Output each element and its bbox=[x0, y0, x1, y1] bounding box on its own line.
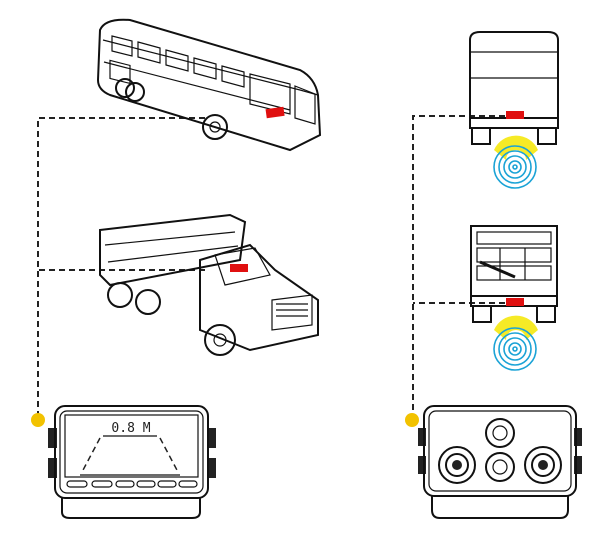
bus-illustration bbox=[96, 18, 322, 152]
truck-rear-view-1 bbox=[469, 31, 559, 189]
monitor-buttons bbox=[66, 480, 198, 488]
sensor-rings bbox=[493, 145, 537, 189]
tail-light bbox=[506, 298, 524, 306]
monitor-display: 0.8 M bbox=[48, 405, 216, 519]
tail-light bbox=[265, 106, 285, 119]
right-wiring bbox=[405, 115, 505, 427]
distance-readout: 0.8 M bbox=[111, 421, 150, 436]
truck-rear-view-2 bbox=[470, 225, 558, 371]
dump-truck-illustration bbox=[99, 213, 319, 356]
sensor-control-unit bbox=[418, 405, 582, 519]
tail-light bbox=[230, 264, 248, 272]
connector-dot bbox=[405, 413, 419, 427]
sensor-rings bbox=[493, 327, 537, 371]
connector-dot bbox=[31, 413, 45, 427]
left-wiring bbox=[31, 117, 205, 427]
tail-light bbox=[506, 111, 524, 119]
